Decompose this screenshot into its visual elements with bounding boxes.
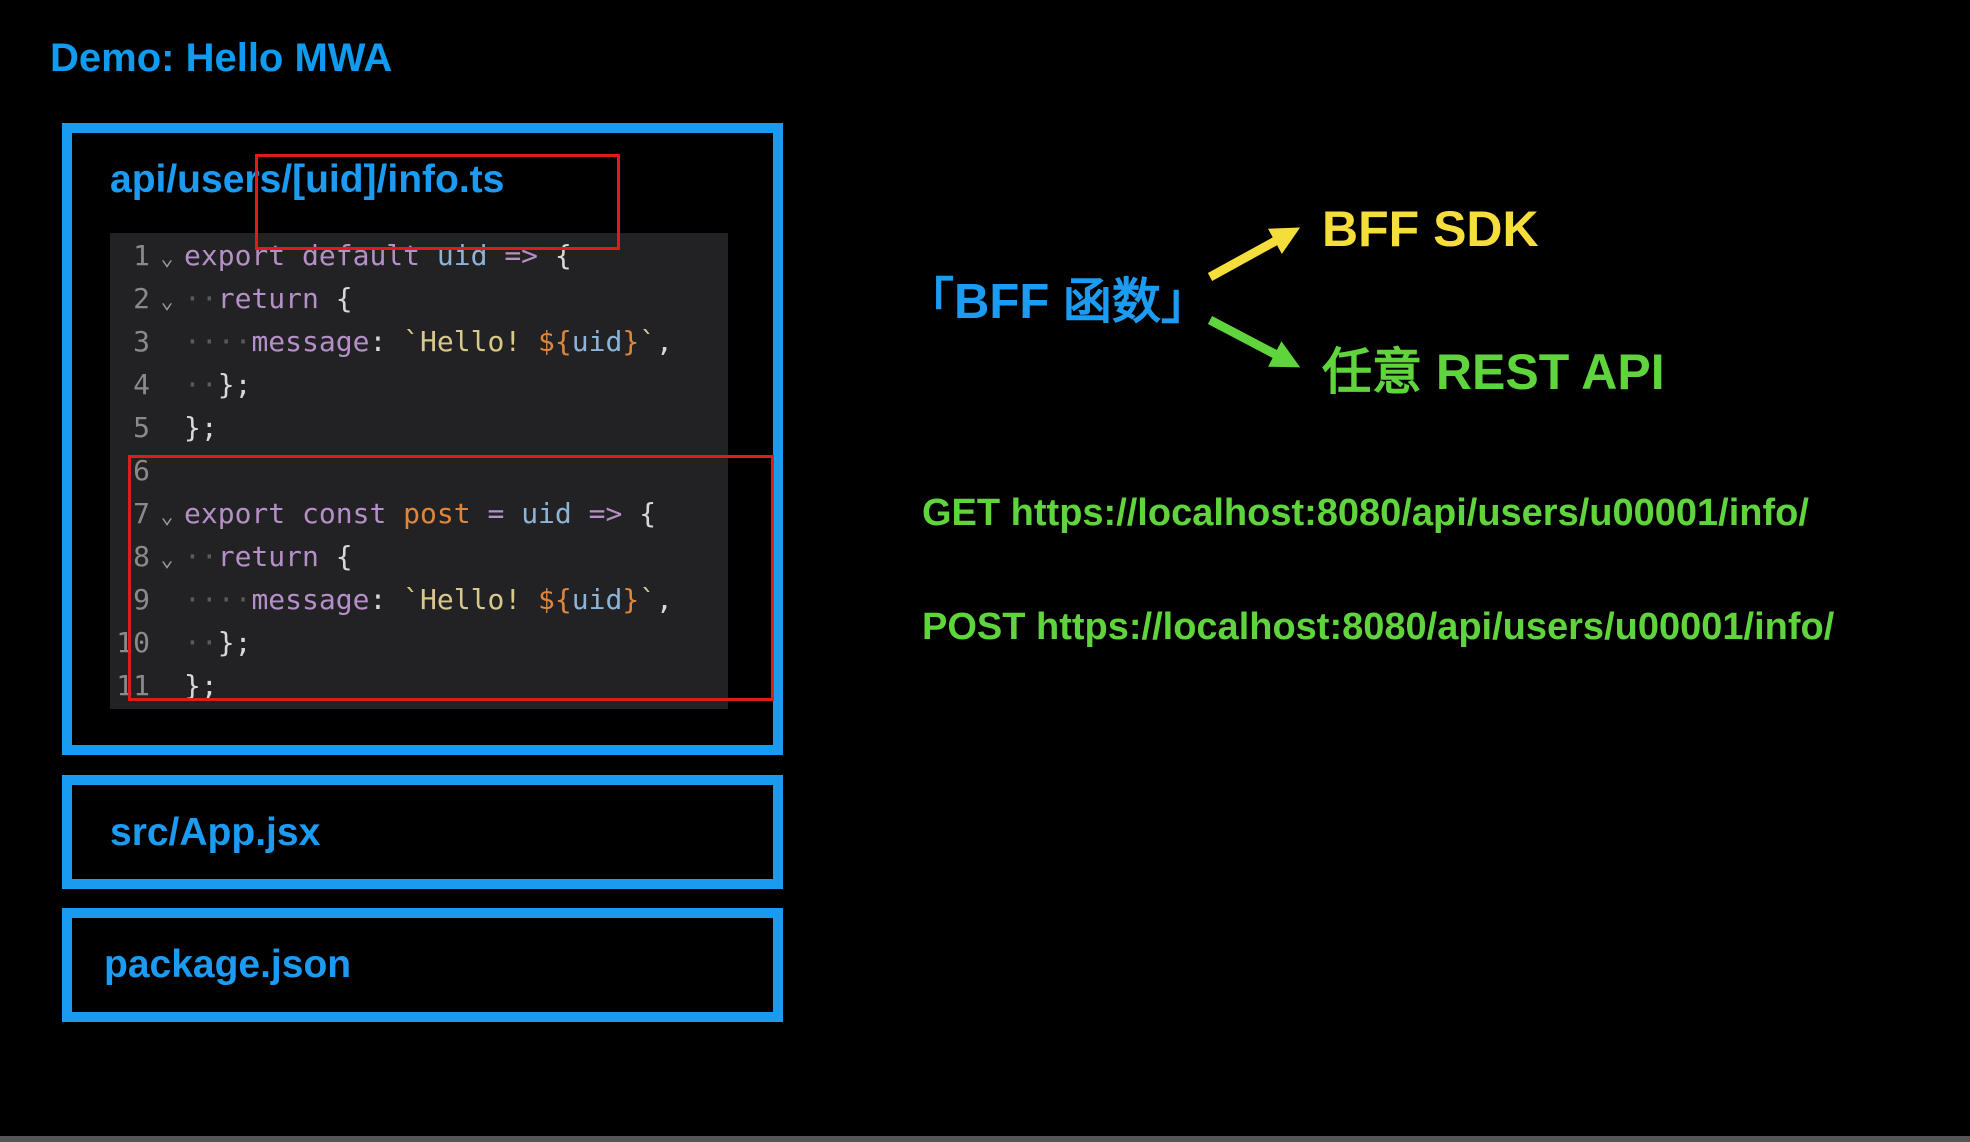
code-line-2: 2⌄··return { (110, 277, 352, 320)
package-file-box (62, 908, 783, 1022)
code-line-6: 6 (110, 449, 150, 492)
code-editor-panel: 1⌄export default uid => { 2⌄··return { 3… (110, 233, 728, 709)
bff-function-label: 「BFF 函数」 (905, 275, 1210, 329)
api-file-label: api/users/[uid]/info.ts (110, 158, 505, 201)
fold-chevron-icon: ⌄ (160, 504, 174, 529)
post-function-highlight (128, 455, 774, 701)
package-file-label: package.json (104, 943, 352, 986)
line-number: 8 (133, 540, 150, 573)
code-line-7: 7⌄export const post = uid => { (110, 492, 656, 535)
code-line-9: 9····message: `Hello! ${uid}`, (110, 578, 673, 621)
fold-chevron-icon: ⌄ (160, 289, 174, 314)
path-param-highlight (255, 154, 620, 250)
sdk-arrow-icon (1207, 227, 1301, 281)
line-number: 9 (133, 583, 150, 616)
line-number: 6 (133, 454, 150, 487)
slide-title: Demo: Hello MWA (50, 36, 393, 80)
fold-chevron-icon: ⌄ (160, 547, 174, 572)
line-number: 7 (133, 497, 150, 530)
line-number: 2 (133, 282, 150, 315)
bottom-divider (0, 1136, 1970, 1142)
post-request-url: POST https://localhost:8080/api/users/u0… (922, 606, 1835, 648)
code-line-3: 3····message: `Hello! ${uid}`, (110, 320, 673, 363)
code-line-5: 5}; (110, 406, 218, 449)
rest-api-label: 任意 REST API (1322, 344, 1665, 400)
line-number: 1 (133, 239, 150, 272)
bff-sdk-label: BFF SDK (1322, 201, 1539, 257)
code-line-10: 10··}; (110, 621, 251, 664)
line-number: 11 (116, 669, 150, 702)
app-file-label: src/App.jsx (110, 811, 321, 854)
code-line-11: 11}; (110, 664, 217, 707)
code-line-1: 1⌄export default uid => { (110, 234, 572, 277)
code-line-8: 8⌄··return { (110, 535, 352, 578)
code-line-4: 4··}; (110, 363, 251, 406)
rest-arrow-icon (1207, 316, 1301, 368)
line-number: 4 (133, 368, 150, 401)
line-number: 10 (116, 626, 150, 659)
fold-chevron-icon: ⌄ (160, 246, 174, 271)
line-number: 5 (133, 411, 150, 444)
api-file-box (62, 123, 783, 755)
get-request-url: GET https://localhost:8080/api/users/u00… (922, 492, 1809, 534)
bff-arrows (1207, 227, 1301, 368)
app-file-box (62, 775, 783, 889)
line-number: 3 (133, 325, 150, 358)
